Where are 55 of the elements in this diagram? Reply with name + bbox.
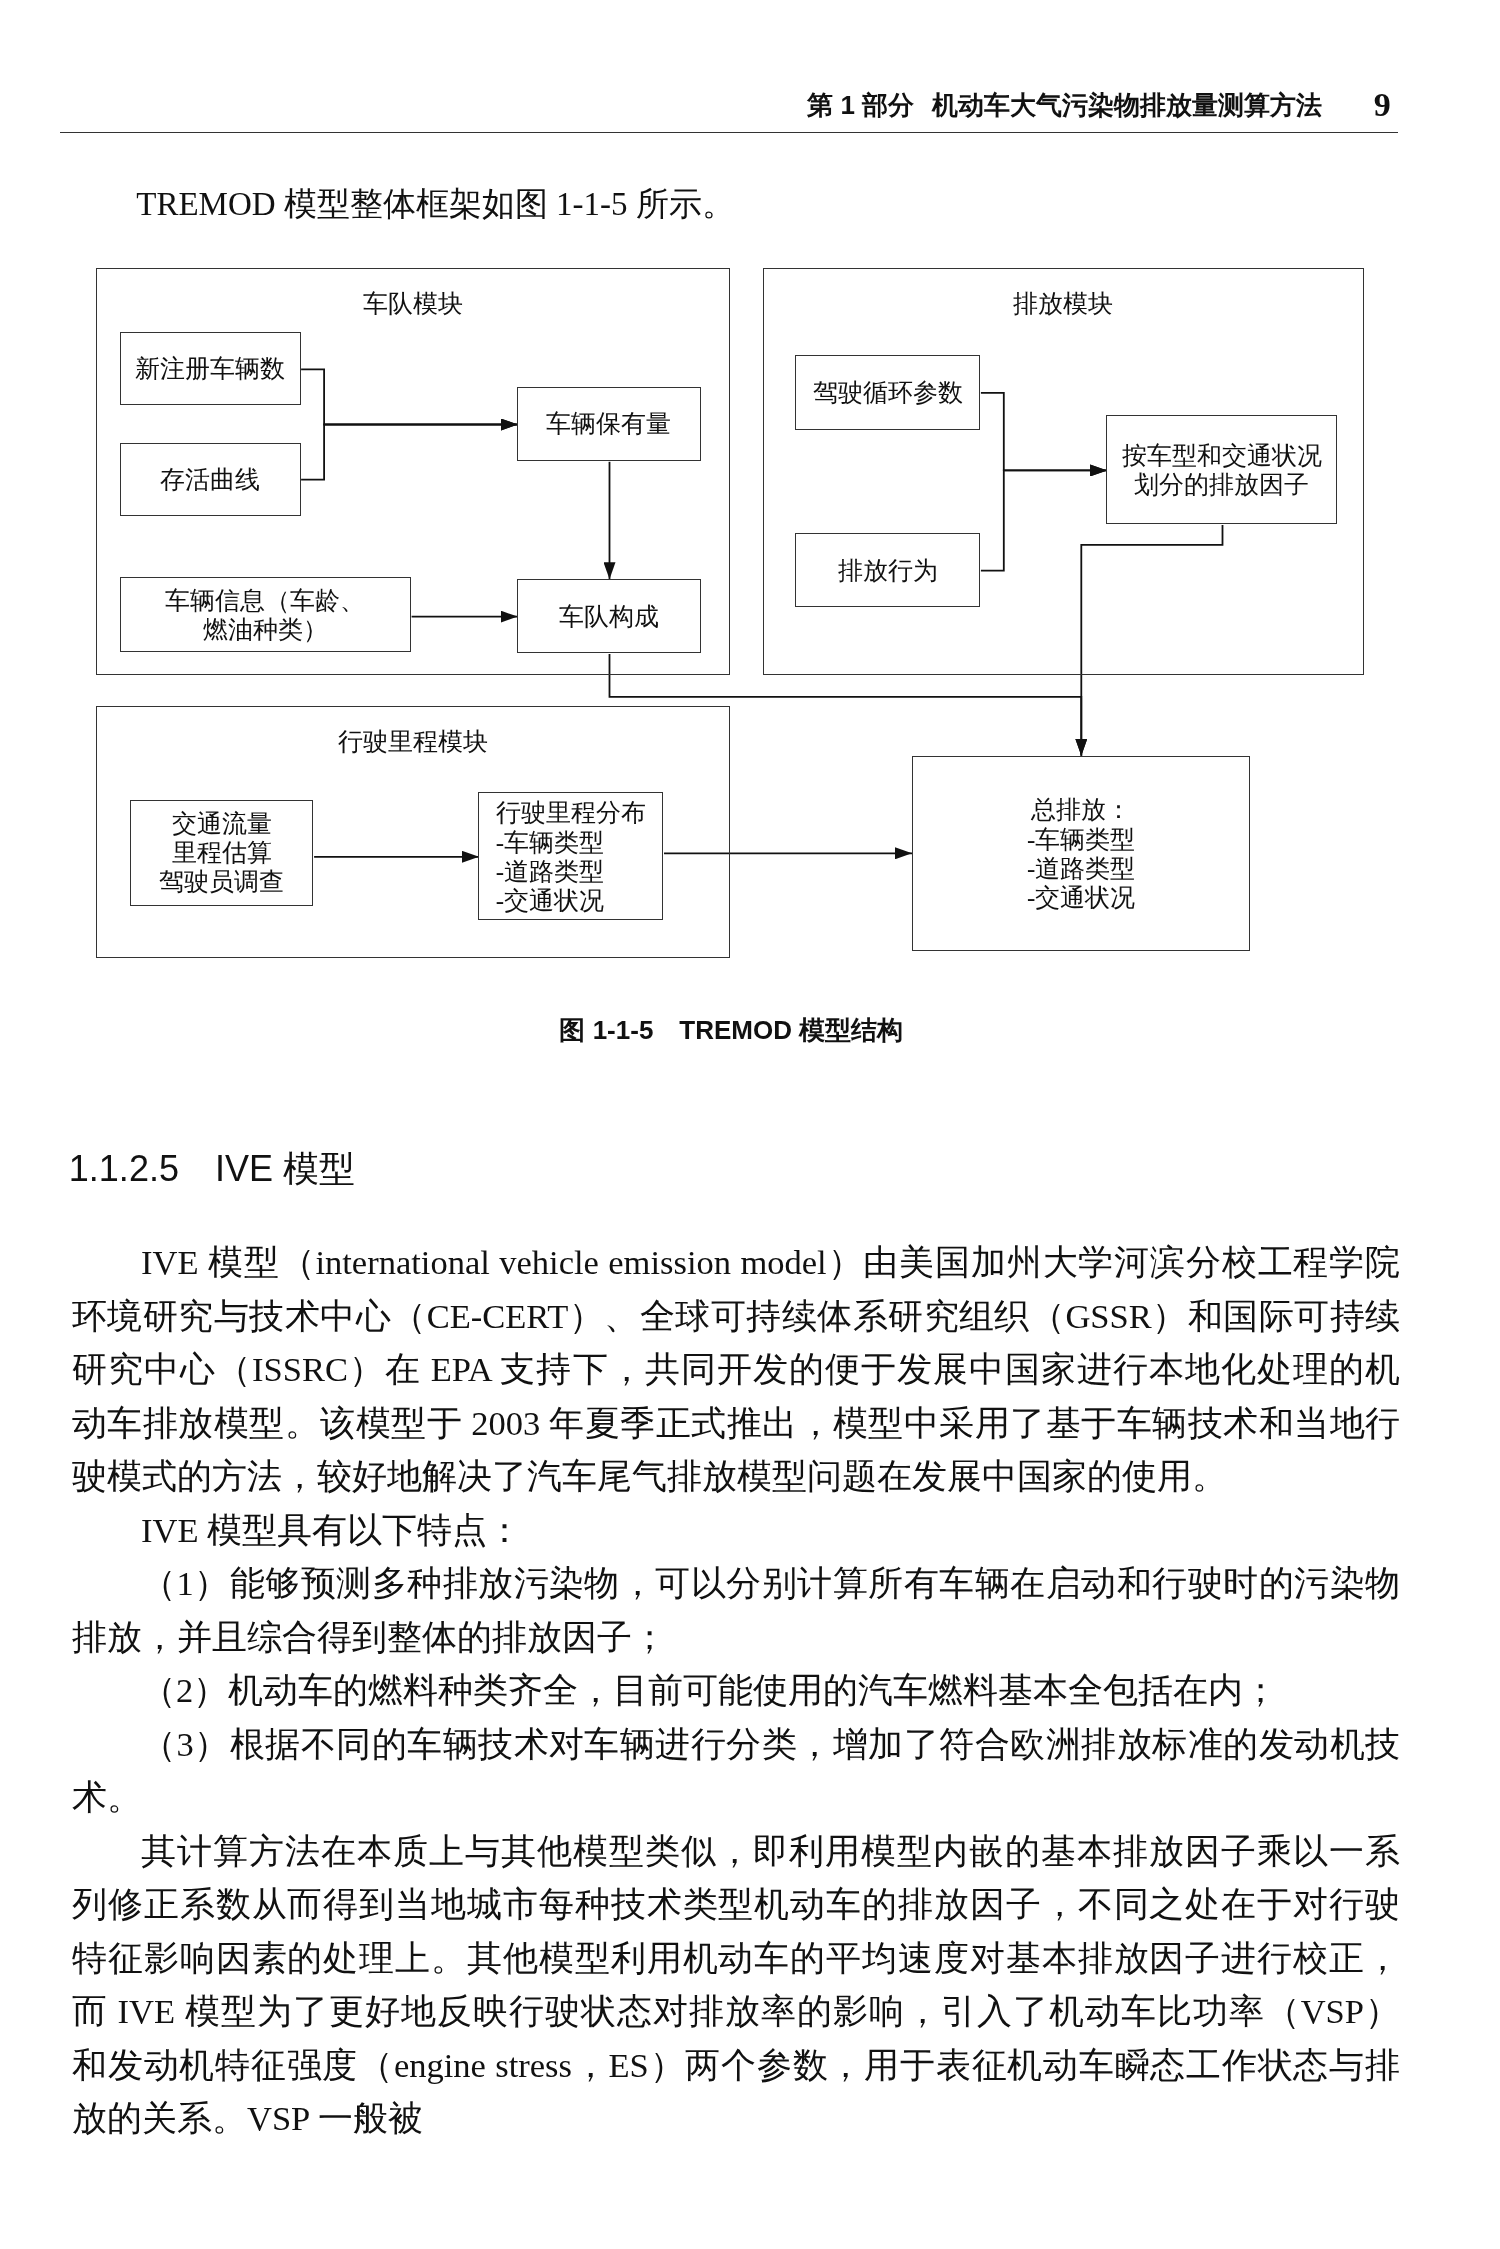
- paragraph: （3）根据不同的车辆技术对车辆进行分类，增加了符合欧洲排放标准的发动机技术。: [72, 1723, 1400, 1818]
- header-text: 机动车大气污染物排放量测算方法: [932, 88, 1323, 122]
- process-box: [1106, 415, 1338, 525]
- process-box: [795, 532, 981, 608]
- header-text: 第 1 部分: [807, 88, 915, 122]
- paragraph: IVE 模型具有以下特点：: [140, 1509, 524, 1551]
- box-text: 车辆信息（车龄、燃油种类）: [164, 585, 367, 644]
- module-frame: [96, 705, 730, 958]
- paragraph: （1）能够预测多种排放污染物，可以分别计算所有车辆在启动和行驶时的污染物排放，并且综合得到整体的排放因子；: [72, 1563, 1400, 1658]
- module-title: 排放模块: [1012, 289, 1115, 320]
- box-text: 里程估算: [171, 838, 272, 868]
- box-text: 驾驶循环参数: [812, 377, 963, 407]
- arrow: [313, 850, 480, 863]
- box-text: 排放行为: [837, 555, 938, 585]
- arrow: [410, 610, 519, 623]
- figure-caption: 图 1-1-5 TREMOD 模型结构: [559, 1013, 904, 1047]
- list-item: -车辆类型: [1027, 824, 1136, 854]
- box-heading: 行驶里程分布: [495, 797, 646, 827]
- process-box: [517, 578, 701, 654]
- process-box: [517, 386, 701, 462]
- box-text: 存活曲线: [160, 464, 261, 494]
- page-number: 9: [1373, 85, 1391, 124]
- arrow: [980, 464, 1108, 572]
- arrow: [1075, 524, 1224, 757]
- process-box: [478, 792, 664, 921]
- paragraph: IVE 模型（international vehicle emission model）由美国加州大学河滨分校工程学院环境研究与技术中心（CE-CERT）、全球可持续体系研究组织（GSSR）和国际可持续研究中心（ISSRC）在 EPA 支持下，共同开发的便于发展中国家进行本地化处理的机动车排放模型。该模型于 2003 年夏季正式推出，模型中采用了基于车辆技术和当地行驶模式的方法，较好地解决了汽车尾气排放模型问题在发展中国家的使用。: [72, 1242, 1400, 1497]
- input-box: [129, 799, 314, 906]
- process-box: [795, 355, 981, 430]
- arrow: [300, 418, 519, 481]
- process-box: [119, 442, 301, 516]
- module-frame: [96, 268, 730, 676]
- list-item: -交通状况: [1027, 882, 1136, 912]
- process-box: [119, 332, 301, 406]
- result-box: [912, 755, 1251, 951]
- box-text: 车队构成: [558, 601, 659, 631]
- arrow: [663, 847, 913, 860]
- body-text: TREMOD 模型整体框架如图 1-1-5 所示。: [136, 184, 735, 224]
- box-text: 新注册车辆数: [135, 354, 286, 384]
- list-item: -道路类型: [495, 856, 605, 886]
- module-frame: [762, 268, 1364, 676]
- box-text: 按车型和交通状况划分的排放因子: [1120, 440, 1323, 499]
- module-title: 车队模块: [362, 289, 464, 320]
- module-title: 行驶里程模块: [337, 726, 489, 757]
- list-item: -交通状况: [495, 885, 605, 915]
- paragraph: （2）机动车的燃料种类齐全，目前可能使用的汽车燃料基本全包括在内；: [140, 1670, 1280, 1711]
- list-item: -车辆类型: [495, 827, 605, 857]
- process-box: [119, 577, 411, 652]
- box-heading: 总排放：: [1031, 794, 1132, 824]
- section-heading: 1.1.2.5 IVE 模型: [68, 1146, 355, 1191]
- box-text: 交通流量: [171, 809, 272, 839]
- box-text: 驾驶员调查: [159, 867, 285, 897]
- box-text: 车辆保有量: [546, 409, 672, 439]
- arrow: [603, 460, 616, 581]
- paragraph: 其计算方法在本质上与其他模型类似，即利用模型内嵌的基本排放因子乘以一系列修正系数从而得到当地城市每种技术类型机动车的排放因子，不同之处在于对行驶特征影响因素的处理上。其他模型利用机动车的平均速度对基本排放因子进行校正，而 IVE 模型为了更好地反映行驶状态对排放率的影响，引入了机动车比功率（VSP）和发动机特征强度（engine stress，ES）两个参数，用于表征机动车瞬态工作状态与排放的关系。VSP 一般被: [72, 1830, 1400, 2139]
- list-item: -道路类型: [1027, 853, 1136, 883]
